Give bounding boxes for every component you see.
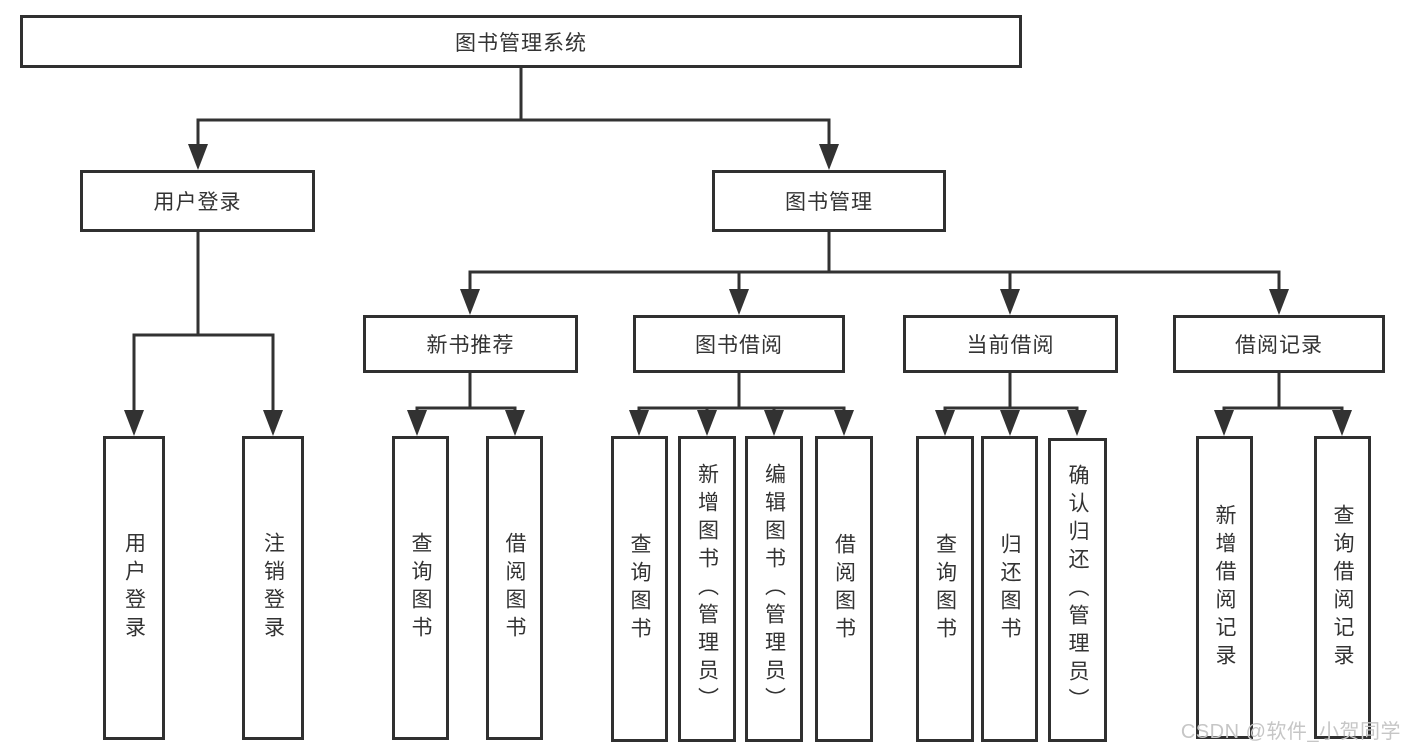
- leaf-label: 查询借阅记录: [1331, 503, 1355, 672]
- leaf-label: 确认归还（管理员）: [1066, 464, 1090, 716]
- leaf-label: 注销登录: [261, 532, 285, 644]
- leaf-label: 借阅图书: [503, 532, 527, 644]
- node-root: 图书管理系统: [20, 15, 1022, 68]
- leaf-logout: 注销登录: [242, 436, 304, 740]
- leaf-label: 查询图书: [409, 532, 433, 644]
- leaf-return-books: 归还图书: [981, 436, 1038, 742]
- leaf-add-books-admin: 新增图书（管理员）: [678, 436, 736, 742]
- leaf-label: 用户登录: [122, 532, 146, 644]
- leaf-borrow-books-2: 借阅图书: [815, 436, 873, 742]
- leaf-label: 编辑图书（管理员）: [762, 463, 786, 715]
- leaf-add-borrow-record: 新增借阅记录: [1196, 436, 1253, 739]
- node-book-management: 图书管理: [712, 170, 946, 232]
- node-book-borrow: 图书借阅: [633, 315, 845, 373]
- leaf-query-books-3: 查询图书: [916, 436, 974, 742]
- leaf-label: 借阅图书: [832, 533, 856, 645]
- node-borrow-records: 借阅记录: [1173, 315, 1385, 373]
- csdn-watermark: CSDN @软件_小贺同学: [1180, 721, 1401, 743]
- leaf-label: 新增图书（管理员）: [695, 463, 719, 715]
- leaf-query-books-2: 查询图书: [611, 436, 668, 742]
- node-current-borrow: 当前借阅: [903, 315, 1118, 373]
- node-new-book-recommend: 新书推荐: [363, 315, 578, 373]
- leaf-edit-books-admin: 编辑图书（管理员）: [745, 436, 803, 742]
- leaf-label: 归还图书: [998, 533, 1022, 645]
- leaf-confirm-return-admin: 确认归还（管理员）: [1048, 438, 1107, 742]
- leaf-borrow-books-1: 借阅图书: [486, 436, 543, 740]
- leaf-query-books-1: 查询图书: [392, 436, 449, 740]
- leaf-label: 查询图书: [628, 533, 652, 645]
- leaf-label: 新增借阅记录: [1213, 503, 1237, 672]
- node-user-login: 用户登录: [80, 170, 315, 232]
- leaf-user-login: 用户登录: [103, 436, 165, 740]
- leaf-label: 查询图书: [933, 533, 957, 645]
- leaf-query-borrow-record: 查询借阅记录: [1314, 436, 1371, 739]
